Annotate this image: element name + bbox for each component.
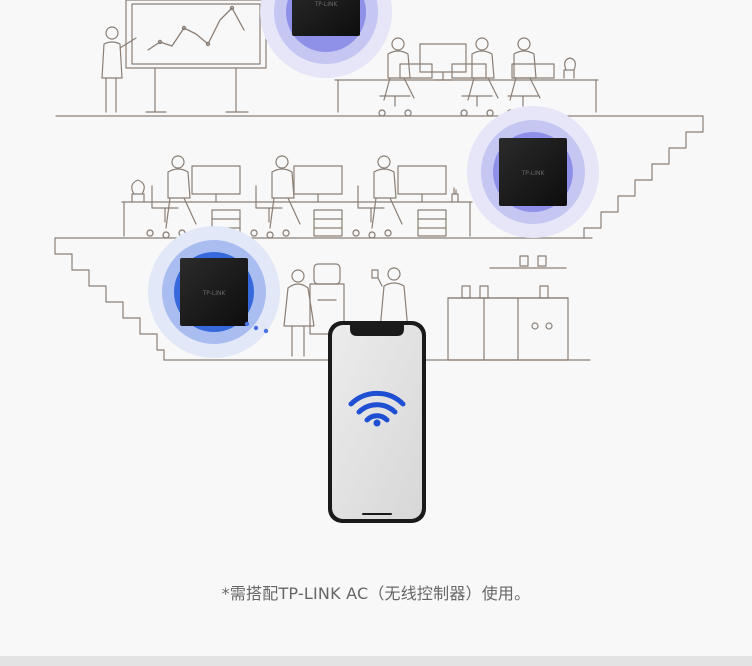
wifi-icon xyxy=(348,390,406,427)
brand-label-right: TP-LINK xyxy=(521,170,546,177)
access-point-icon xyxy=(499,138,567,206)
lower-floor xyxy=(54,237,591,361)
bottom-divider xyxy=(0,656,752,666)
access-point-left xyxy=(148,226,280,358)
top-floor xyxy=(55,0,704,239)
smartphone-icon xyxy=(328,321,426,523)
access-point-icon xyxy=(180,258,248,326)
brand-label-left: TP-LINK xyxy=(202,290,227,297)
brand-label-top: TP-LINK xyxy=(314,1,339,8)
footnote-caption: *需搭配TP-LINK AC（无线控制器）使用。 xyxy=(221,584,531,603)
middle-floor xyxy=(54,155,593,239)
access-point-right xyxy=(467,106,599,238)
access-point-top xyxy=(260,0,392,78)
access-point-icon xyxy=(292,0,360,36)
